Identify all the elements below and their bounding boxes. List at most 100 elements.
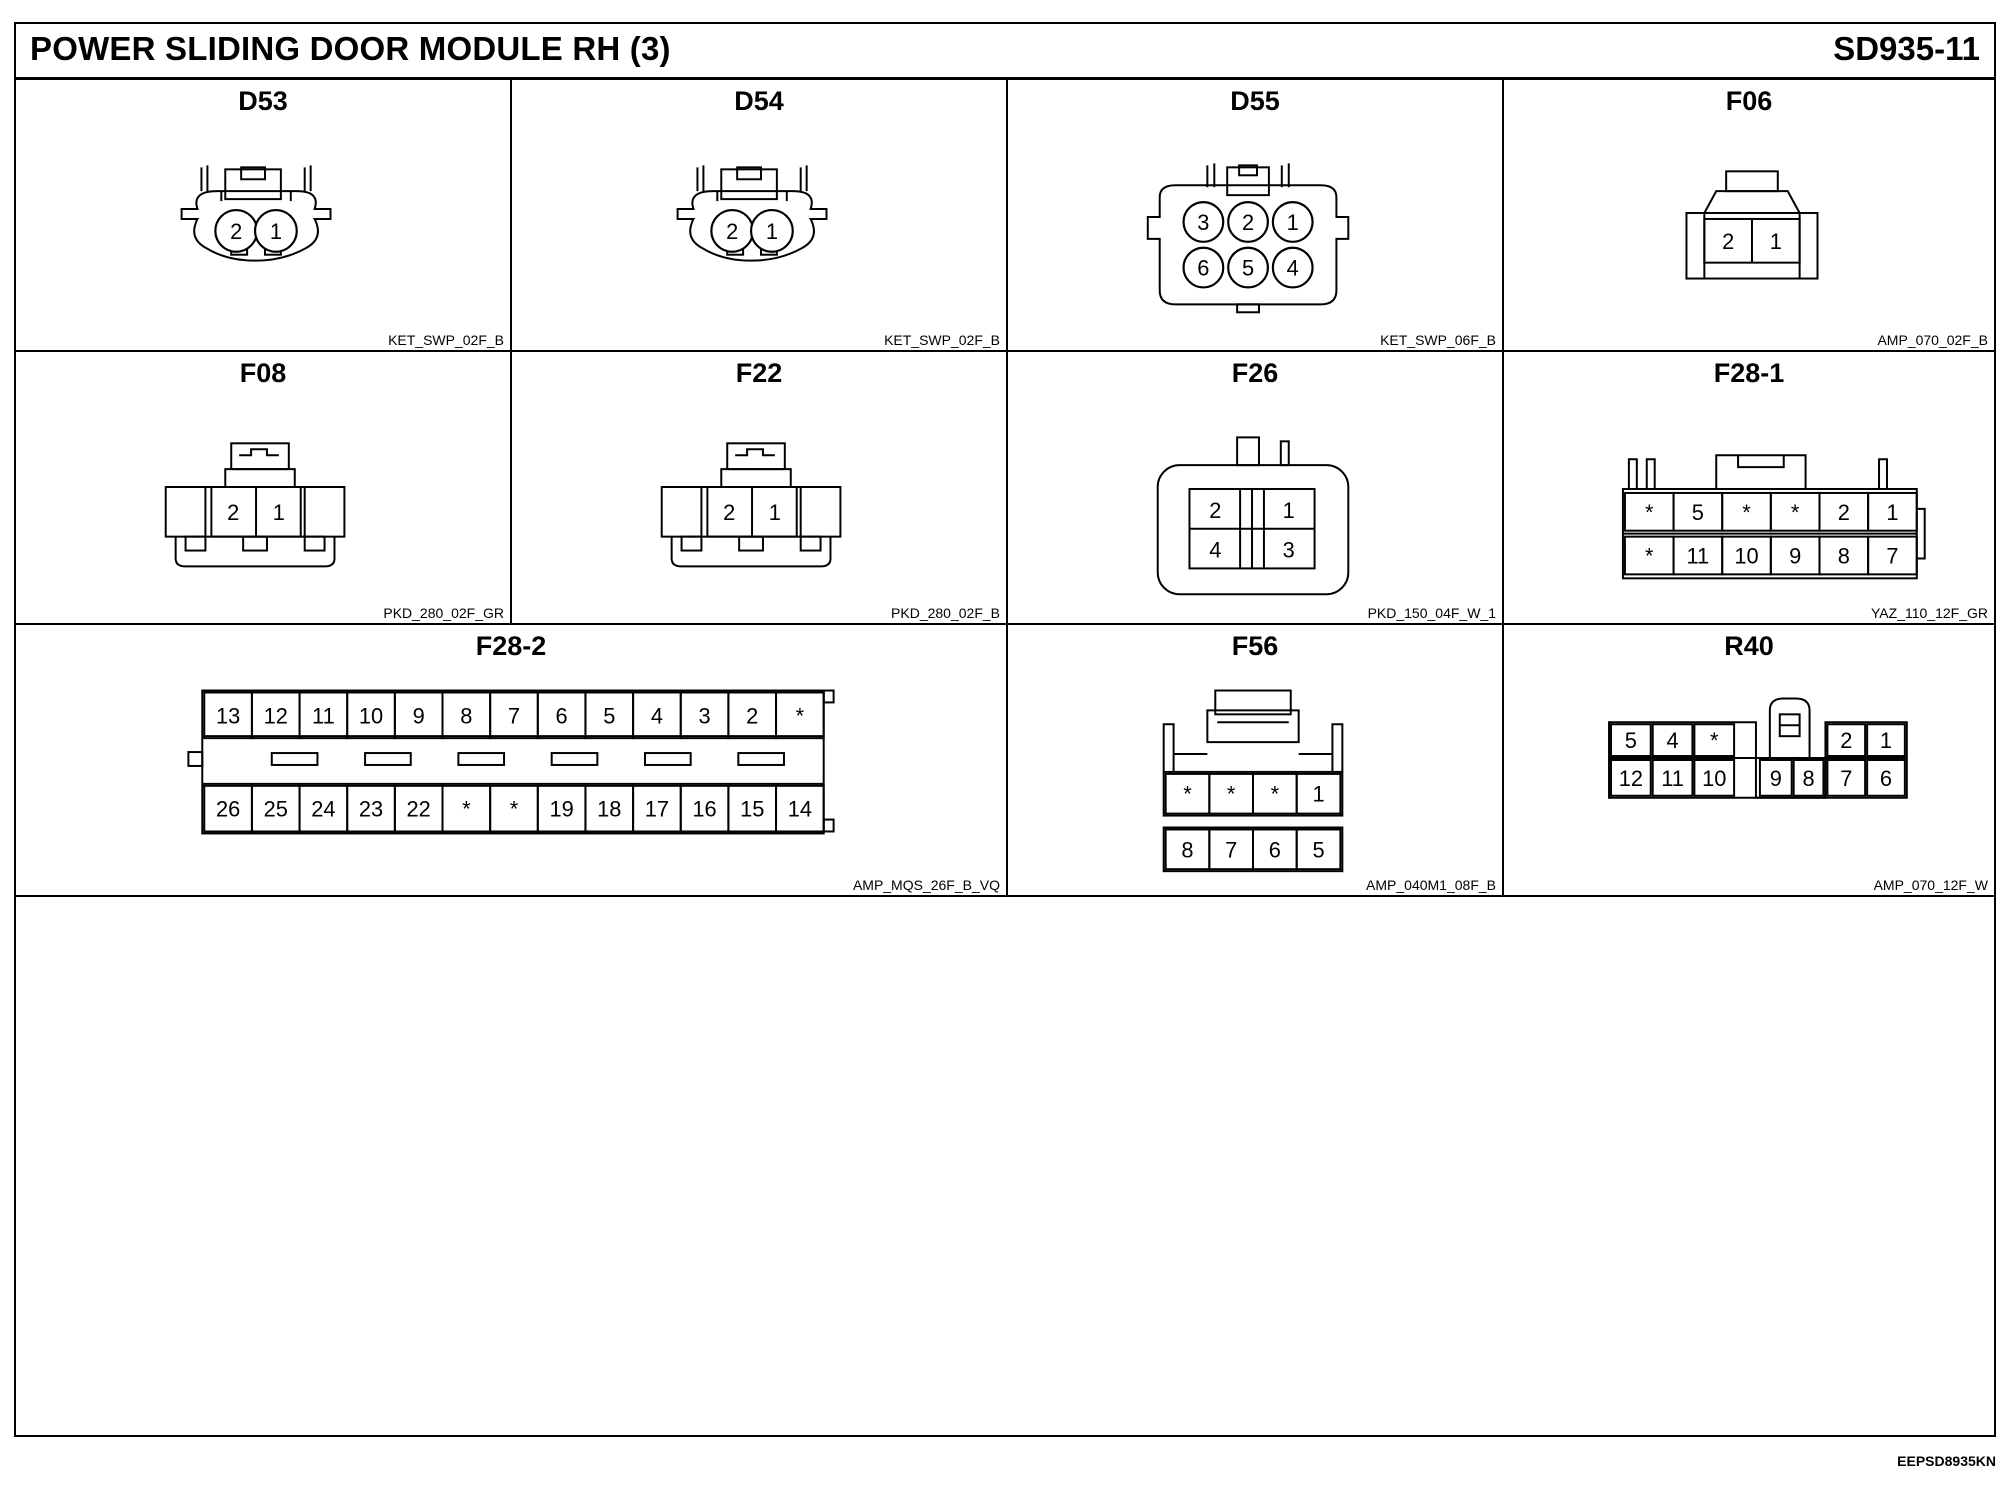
pin-cavity bbox=[1693, 759, 1736, 797]
pin-label: 8 bbox=[1181, 837, 1193, 862]
part-code: YAZ_110_12F_GR bbox=[1871, 605, 1988, 621]
pin-label: * bbox=[1645, 543, 1654, 568]
pin-label: 22 bbox=[407, 797, 431, 822]
pin-cavity bbox=[1295, 772, 1342, 815]
pin-label: 13 bbox=[216, 703, 240, 728]
pin-label: 6 bbox=[1269, 837, 1281, 862]
pin-label: * bbox=[1710, 728, 1719, 753]
connector-cell-f06: F06 2 1 AMP_070_02F_B bbox=[1504, 80, 1994, 352]
connector-cell-f08: F08 2 1 PKD_280_02F_GR bbox=[16, 352, 512, 625]
part-code: AMP_070_12F_W bbox=[1873, 877, 1988, 893]
pin-label: 8 bbox=[1802, 766, 1814, 791]
pin-cavity bbox=[1758, 759, 1793, 797]
pin-label: * bbox=[462, 797, 471, 822]
pin-cavity bbox=[1693, 723, 1736, 758]
pin-label: * bbox=[1791, 500, 1800, 525]
connector-drawing-f22: 2 1 bbox=[660, 442, 842, 568]
pin-label: 26 bbox=[216, 797, 240, 822]
pin-cavity bbox=[1867, 491, 1918, 532]
pin-label: 23 bbox=[359, 797, 383, 822]
pin-cavity bbox=[775, 691, 825, 740]
pin-label: 2 bbox=[726, 219, 738, 244]
connector-name: F08 bbox=[239, 358, 287, 388]
pin-label: 4 bbox=[1209, 537, 1221, 562]
pin-label: 18 bbox=[597, 797, 621, 822]
pin-cavity bbox=[1866, 723, 1906, 758]
connector-cell-d54: D54 2 1 KET_SWP_02F_B bbox=[512, 80, 1008, 352]
pin-label: 2 bbox=[1838, 500, 1850, 525]
connector-name: F56 bbox=[1231, 631, 1279, 661]
empty-area bbox=[16, 897, 1994, 1437]
pin-label: 1 bbox=[1283, 498, 1295, 523]
pin-label: 10 bbox=[359, 703, 383, 728]
pin-label: 9 bbox=[1789, 543, 1801, 568]
pin-cavity bbox=[775, 784, 825, 833]
pin-label: 11 bbox=[1687, 543, 1710, 568]
pin-label: 1 bbox=[1886, 500, 1898, 525]
pin-label: 12 bbox=[264, 703, 288, 728]
pin-label: 3 bbox=[1283, 537, 1295, 562]
pin-label: * bbox=[1742, 500, 1751, 525]
pin-label: 2 bbox=[1209, 498, 1221, 523]
latch-slot bbox=[364, 752, 412, 766]
latch-slot bbox=[550, 752, 599, 766]
pin-label: 6 bbox=[556, 703, 568, 728]
pin-label: * bbox=[796, 703, 805, 728]
connector-drawing-f26: 2 1 4 3 bbox=[1156, 436, 1350, 596]
part-code: PKD_280_02F_GR bbox=[383, 605, 504, 621]
pin-label: 24 bbox=[311, 797, 335, 822]
pin-label: 12 bbox=[1619, 766, 1643, 791]
pin-label: 1 bbox=[1287, 210, 1299, 235]
pin-label: 4 bbox=[1287, 256, 1299, 281]
pin-label: 1 bbox=[766, 219, 778, 244]
connector-name: F26 bbox=[1231, 358, 1279, 388]
connector-drawing-d53: 2 1 bbox=[180, 165, 332, 262]
pin-label: 7 bbox=[1840, 766, 1852, 791]
pin-label: 4 bbox=[651, 703, 663, 728]
connector-sheet: POWER SLIDING DOOR MODULE RH (3) SD935-1… bbox=[14, 22, 1996, 1437]
pin-label: 2 bbox=[1242, 210, 1254, 235]
part-code: KET_SWP_02F_B bbox=[388, 332, 504, 348]
pin-label: 3 bbox=[1197, 210, 1209, 235]
pin-cavity bbox=[1867, 535, 1918, 576]
pin-label: * bbox=[510, 797, 519, 822]
latch-slot bbox=[644, 752, 692, 766]
pin-label: 8 bbox=[1838, 543, 1850, 568]
pin-cavity bbox=[1792, 759, 1825, 797]
pin-label: 5 bbox=[603, 703, 615, 728]
connector-drawing-f06: 2 1 bbox=[1685, 170, 1819, 280]
pin-label: 5 bbox=[1625, 728, 1637, 753]
pin-label: 3 bbox=[698, 703, 710, 728]
connector-name: D53 bbox=[238, 86, 288, 116]
connector-name: F22 bbox=[735, 358, 783, 388]
pin-label: 2 bbox=[227, 500, 239, 525]
pin-label: * bbox=[1227, 782, 1236, 807]
pin-label: 1 bbox=[270, 219, 282, 244]
pin-label: 16 bbox=[692, 797, 716, 822]
pin-label: * bbox=[1645, 500, 1654, 525]
latch-slot bbox=[457, 752, 506, 766]
pin-label: * bbox=[1183, 782, 1192, 807]
pin-label: 2 bbox=[230, 219, 242, 244]
pin-cavity bbox=[1610, 759, 1652, 797]
pin-cavity bbox=[1651, 759, 1694, 797]
pin-label: 1 bbox=[1312, 782, 1324, 807]
connector-cell-f26: F26 2 1 4 3 PKD_150_04F_W_1 bbox=[1008, 352, 1504, 625]
pin-label: 7 bbox=[1886, 543, 1898, 568]
connector-name: R40 bbox=[1724, 631, 1774, 661]
part-code: PKD_150_04F_W_1 bbox=[1367, 605, 1496, 621]
connector-name: F28-1 bbox=[1713, 358, 1785, 388]
latch-slot bbox=[270, 752, 319, 766]
page-code: SD935-11 bbox=[1833, 30, 1980, 67]
pin-label: 17 bbox=[645, 797, 669, 822]
pin-cavity bbox=[1826, 759, 1867, 797]
connector-name: F28-2 bbox=[475, 631, 547, 661]
